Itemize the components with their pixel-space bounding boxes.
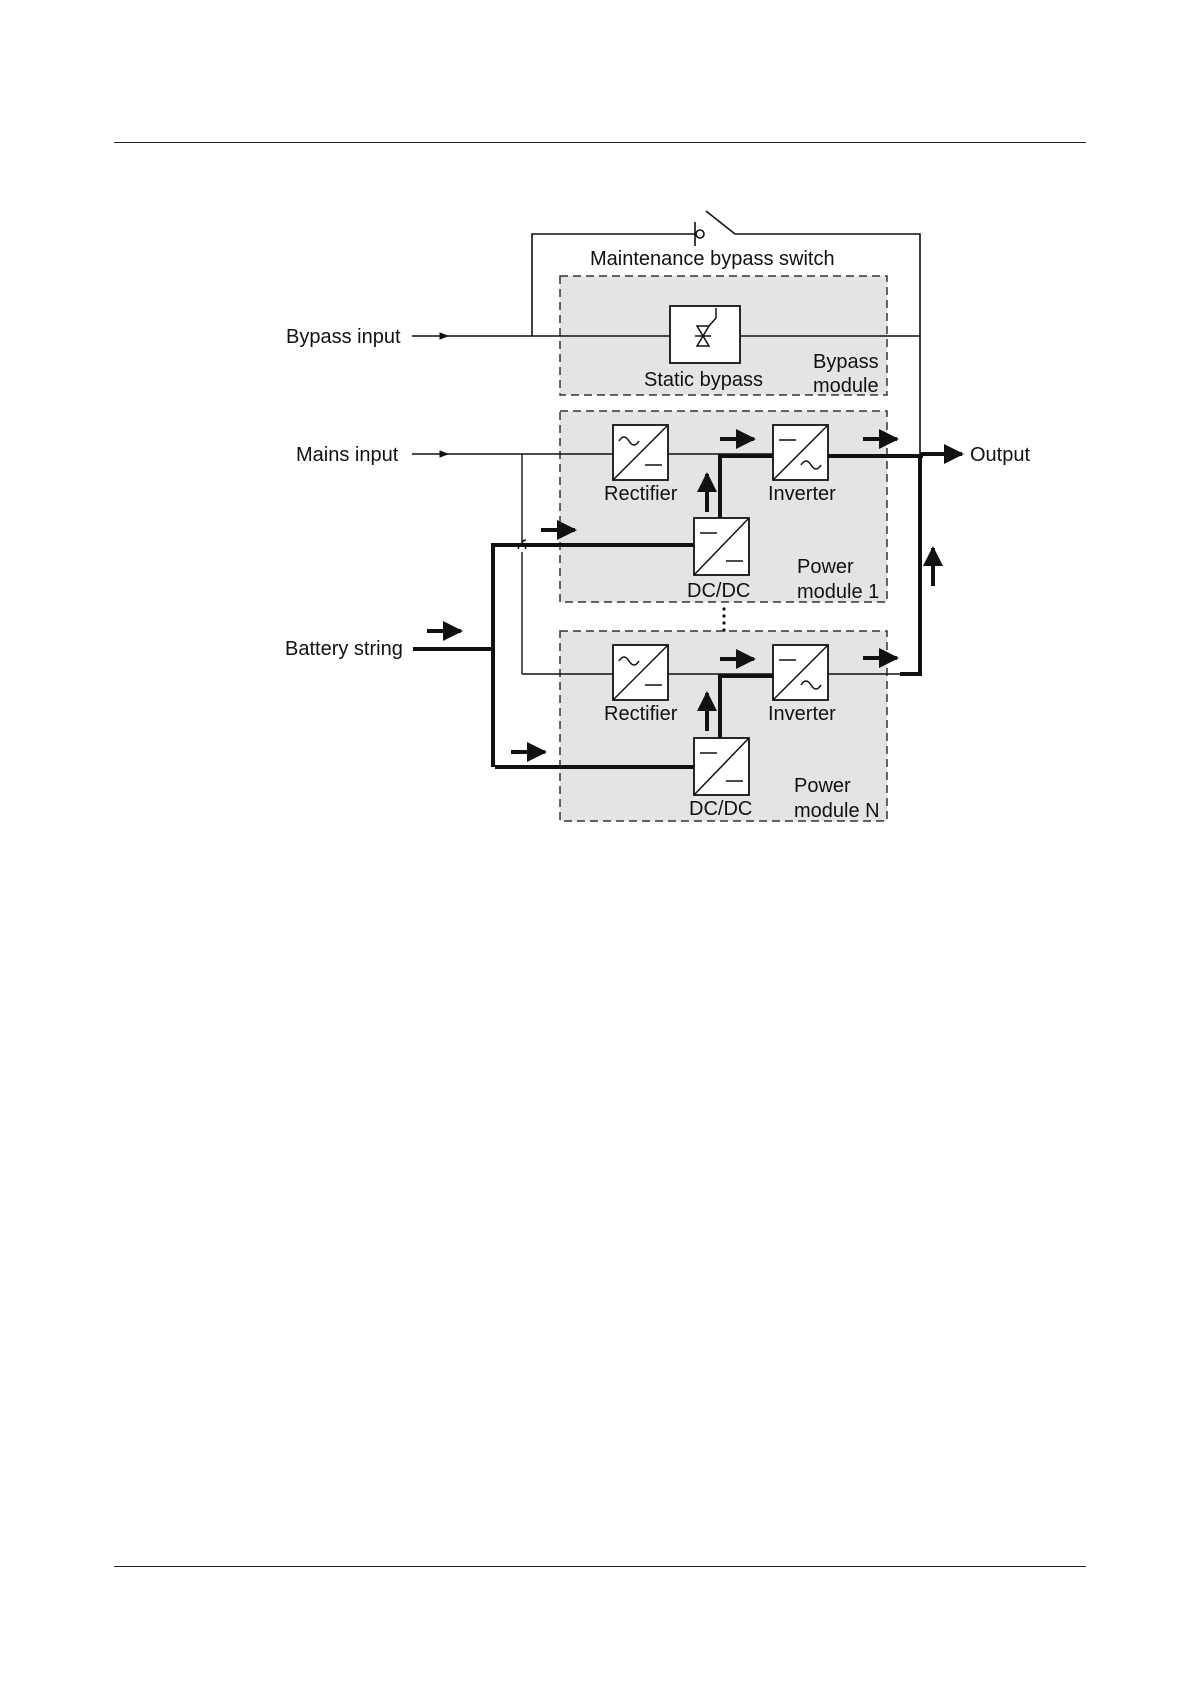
output-label: Output <box>970 444 1030 466</box>
power-module-1-label-line2: module 1 <box>797 581 879 603</box>
battery-bus <box>413 545 518 767</box>
output-bus <box>900 454 920 674</box>
rectifier-block-1 <box>613 425 668 480</box>
static-bypass-label: Static bypass <box>644 369 763 391</box>
inverter-block-n <box>773 645 828 700</box>
dcdc-label-n: DC/DC <box>689 798 752 820</box>
bypass-input-label: Bypass input <box>286 326 401 348</box>
bypass-module-label-line1: Bypass <box>813 351 879 373</box>
module-continuation-dots <box>722 607 725 631</box>
power-module-1-label-line1: Power <box>797 556 854 578</box>
bypass-module-label-line2: module <box>813 375 879 397</box>
inverter-label-n: Inverter <box>768 703 836 725</box>
inverter-label-1: Inverter <box>768 483 836 505</box>
dcdc-label-1: DC/DC <box>687 580 750 602</box>
battery-string-label: Battery string <box>285 638 403 660</box>
inverter-block-1 <box>773 425 828 480</box>
rectifier-label-n: Rectifier <box>604 703 678 725</box>
static-bypass-symbol <box>670 306 740 363</box>
rectifier-block-n <box>613 645 668 700</box>
power-module-n-label-line1: Power <box>794 775 851 797</box>
dcdc-block-n <box>694 738 749 795</box>
dcdc-block-1 <box>694 518 749 575</box>
mains-input-label: Mains input <box>296 444 399 466</box>
rectifier-label-1: Rectifier <box>604 483 678 505</box>
power-module-n-label-line2: module N <box>794 800 880 822</box>
maintenance-bypass-switch-label: Maintenance bypass switch <box>590 248 835 270</box>
